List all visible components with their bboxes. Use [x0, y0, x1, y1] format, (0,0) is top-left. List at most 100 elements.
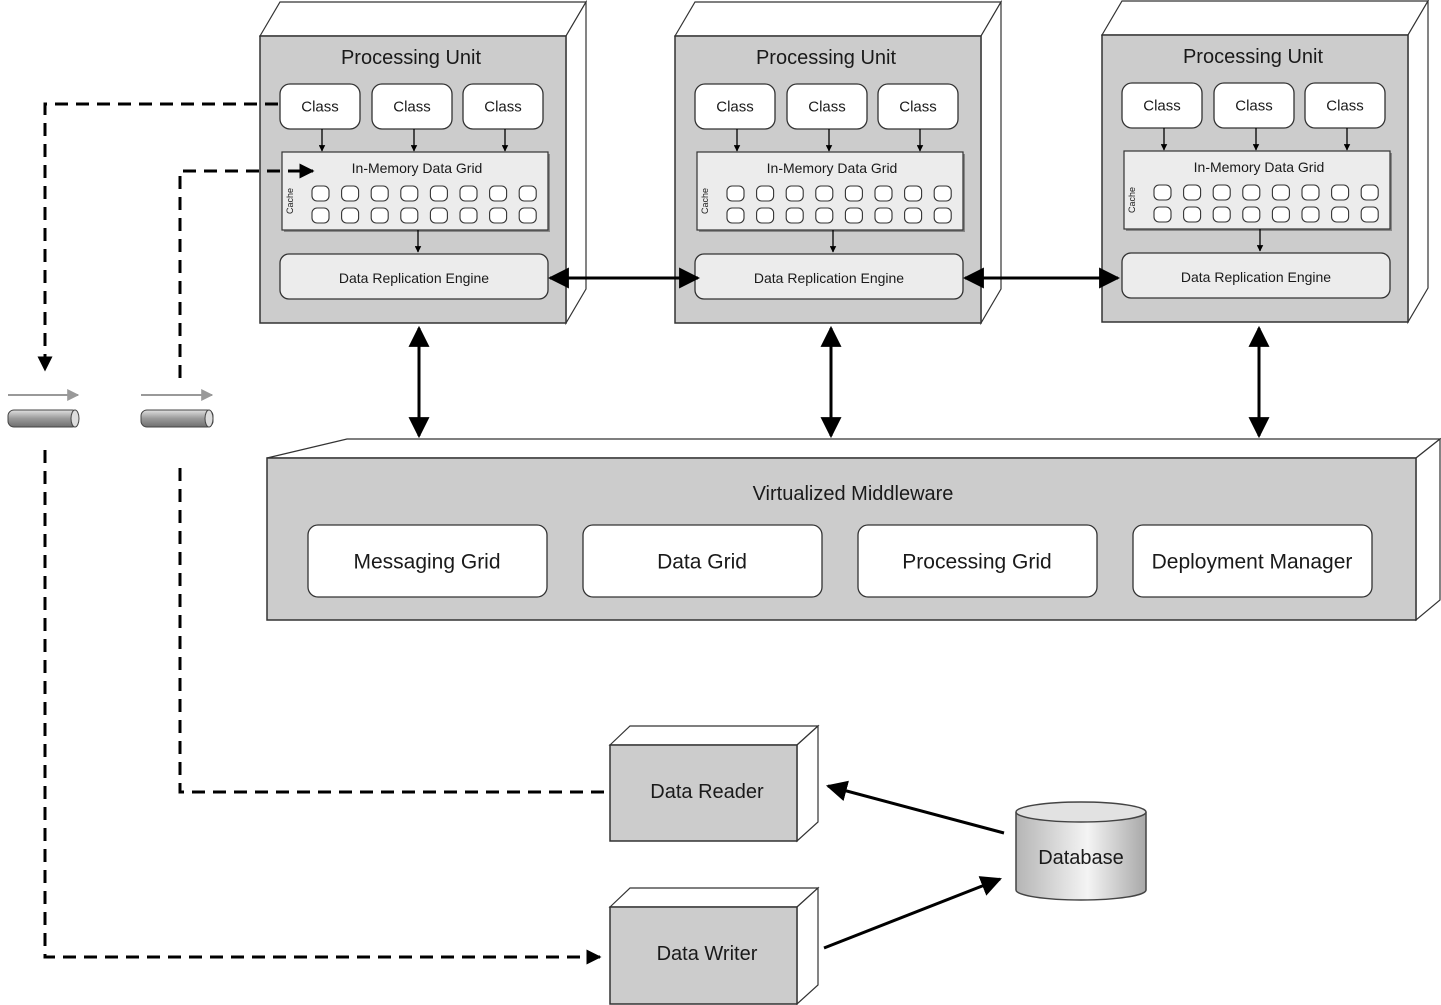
- middleware-component-messaging-grid: Messaging Grid: [307, 524, 548, 598]
- data-reader: Data Reader: [608, 724, 820, 843]
- cache-slot: [785, 185, 804, 202]
- class-box: Class: [1304, 82, 1386, 129]
- middleware-component-label: Deployment Manager: [1152, 551, 1353, 574]
- cache-label: Cache: [285, 188, 295, 214]
- processing-unit-title: Processing Unit: [341, 47, 482, 69]
- cache-slot: [341, 207, 360, 224]
- cache-slot: [518, 207, 537, 224]
- middleware-component-label: Data Grid: [657, 551, 747, 574]
- cache-slot: [429, 185, 448, 202]
- cache-slot: [311, 207, 330, 224]
- cache-slot: [1183, 206, 1202, 223]
- data-writer: Data Writer: [608, 886, 820, 1005]
- class-box: Class: [1213, 82, 1295, 129]
- queue-inbound: [140, 389, 214, 428]
- cache-slot: [459, 207, 478, 224]
- middleware-component-deployment-manager: Deployment Manager: [1132, 524, 1373, 598]
- virtualized-middleware: Virtualized Middleware Messaging Grid Dat…: [266, 437, 1441, 622]
- cache-slot: [785, 207, 804, 224]
- cache-slot: [400, 185, 419, 202]
- data-grid-title: In-Memory Data Grid: [352, 160, 483, 176]
- middleware-component-data-grid: Data Grid: [582, 524, 823, 598]
- class-box: Class: [462, 83, 544, 130]
- cache-slot: [726, 207, 745, 224]
- cache-slot: [904, 207, 923, 224]
- queue-pipe-icon: [7, 409, 79, 428]
- cache-slot: [1360, 206, 1379, 223]
- writer-to-database-arrow: [823, 876, 1002, 950]
- class-label: Class: [716, 99, 754, 116]
- cache-slot: [429, 207, 448, 224]
- cache-label: Cache: [1127, 187, 1137, 213]
- cache-slot: [844, 185, 863, 202]
- cache-slot: [1331, 184, 1350, 201]
- cache-slot: [1153, 184, 1172, 201]
- async-flows: [37, 102, 604, 965]
- cache-slot: [1212, 184, 1231, 201]
- database: Database: [1015, 801, 1147, 901]
- queue-outbound: [7, 389, 80, 428]
- cache-slot: [844, 207, 863, 224]
- cache-slot: [756, 185, 775, 202]
- cache-slot: [815, 185, 834, 202]
- cache-slot: [1360, 184, 1379, 201]
- cache-slot: [518, 185, 537, 202]
- cache-slot: [1212, 206, 1231, 223]
- data-replication-engine: Data Replication Engine: [694, 253, 964, 300]
- cache-slot: [726, 185, 745, 202]
- database-to-reader-arrow: [825, 780, 1005, 835]
- cache-slot: [489, 185, 508, 202]
- middleware-links: [408, 325, 1270, 439]
- data-replication-engine: Data Replication Engine: [279, 253, 549, 300]
- cache-slot: [1153, 206, 1172, 223]
- class-box: Class: [786, 83, 868, 130]
- reader-flow-to-queue: [178, 460, 604, 794]
- cache-slot: [874, 185, 893, 202]
- middleware-component-label: Processing Grid: [902, 551, 1051, 574]
- cache-slot: [370, 185, 389, 202]
- replication-engine-label: Data Replication Engine: [1181, 269, 1331, 285]
- cache-label: Cache: [700, 188, 710, 214]
- middleware-component-processing-grid: Processing Grid: [857, 524, 1098, 598]
- class-label: Class: [393, 99, 431, 116]
- class-label: Class: [808, 99, 846, 116]
- class-label: Class: [1143, 98, 1181, 115]
- database-icon: [1015, 812, 1147, 901]
- processing-unit-title: Processing Unit: [756, 47, 897, 69]
- database-label: Database: [1038, 847, 1124, 869]
- class-box: Class: [694, 83, 776, 130]
- cache-slot: [1331, 206, 1350, 223]
- data-reader-label: Data Reader: [650, 781, 764, 803]
- cache-slot: [874, 207, 893, 224]
- replication-engine-label: Data Replication Engine: [339, 270, 489, 286]
- cache-slot: [933, 207, 952, 224]
- cache-slot: [1301, 184, 1320, 201]
- cache-slot: [489, 207, 508, 224]
- outbound-flow-to-queue: [37, 102, 278, 372]
- class-box: Class: [1121, 82, 1203, 129]
- class-label: Class: [1326, 98, 1364, 115]
- class-box: Class: [371, 83, 453, 130]
- middleware-title: Virtualized Middleware: [753, 483, 954, 505]
- replication-engine-label: Data Replication Engine: [754, 270, 904, 286]
- cache-slot: [400, 207, 419, 224]
- processing-unit-title: Processing Unit: [1183, 46, 1324, 68]
- cache-slot: [311, 185, 330, 202]
- cache-slot: [904, 185, 923, 202]
- cache-slot: [815, 207, 834, 224]
- cache-slot: [933, 185, 952, 202]
- cache-slot: [459, 185, 478, 202]
- cache-slot: [1183, 184, 1202, 201]
- class-label: Class: [899, 99, 937, 116]
- data-writer-label: Data Writer: [657, 943, 758, 965]
- class-label: Class: [484, 99, 522, 116]
- data-replication-engine: Data Replication Engine: [1121, 252, 1391, 299]
- queue-pipe-icon: [140, 409, 214, 428]
- cache-slot: [370, 207, 389, 224]
- class-label: Class: [301, 99, 339, 116]
